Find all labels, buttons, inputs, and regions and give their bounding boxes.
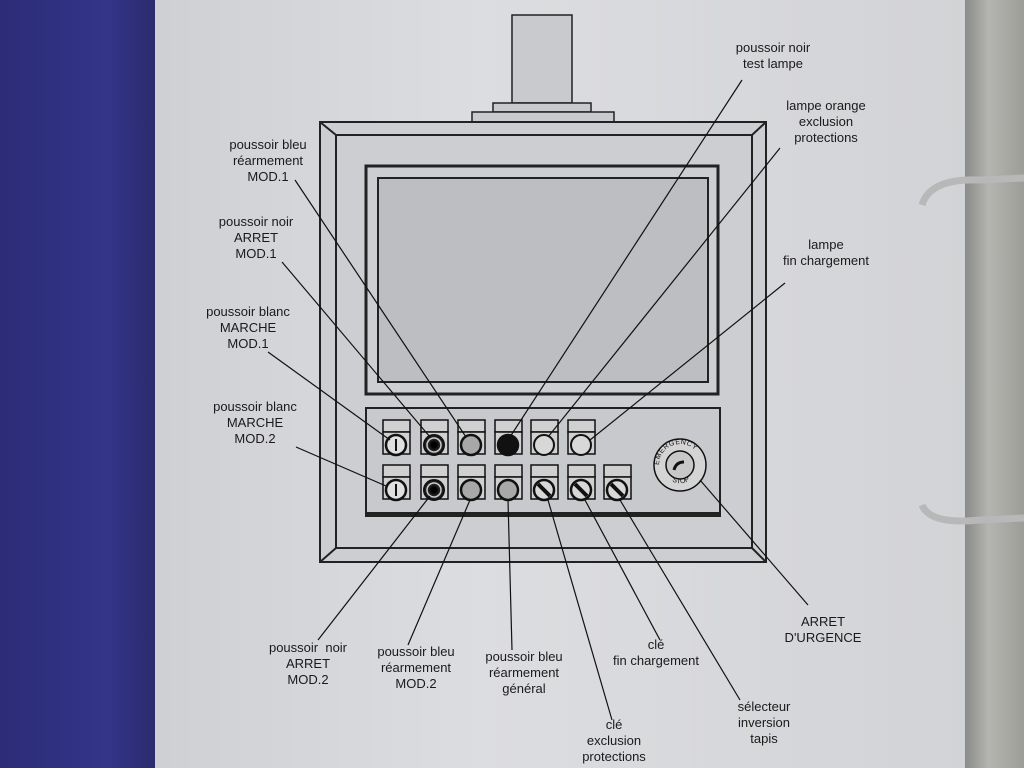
label-line: MOD.2 — [287, 672, 329, 687]
label-line: test lampe — [743, 56, 803, 71]
label-line: MOD.1 — [227, 336, 269, 351]
rotate-arrow-icon — [672, 460, 685, 471]
label-line: fin chargement — [613, 653, 699, 668]
label-line: poussoir bleu — [229, 137, 307, 152]
label-line: D'URGENCE — [784, 630, 862, 645]
button-row-top — [382, 419, 596, 457]
blue-button-reset-mod1 — [457, 419, 486, 457]
key-switch-exclusion — [530, 464, 559, 502]
selector-inversion-tapis — [603, 464, 632, 502]
label-line: MARCHE — [226, 415, 284, 430]
binder-spine — [965, 0, 1024, 768]
label-line: général — [502, 681, 546, 696]
binder-ring-bottom — [918, 503, 1024, 525]
label-line: réarmement — [380, 660, 452, 675]
black-button-arret-mod2 — [420, 464, 449, 501]
label-line: poussoir bleu — [485, 649, 563, 664]
lamp-fin-chargement — [567, 419, 596, 456]
leader-lines — [267, 79, 809, 721]
label-line: poussoir blanc — [206, 304, 290, 319]
label-line: ARRET — [800, 614, 846, 629]
mounting-column — [471, 14, 615, 124]
label-line: réarmement — [232, 153, 304, 168]
label-line: MOD.2 — [395, 676, 437, 691]
label-line: protections — [582, 749, 646, 764]
black-button-arret-mod1 — [420, 419, 449, 456]
emergency-stop-button: EMERGENCY STOP — [653, 438, 707, 492]
binder-cover — [0, 0, 180, 768]
white-button-marche-mod1 — [382, 419, 411, 457]
label-line: poussoir noir — [268, 640, 348, 655]
orange-lamp-exclusion — [530, 419, 559, 456]
label-line: clé — [605, 717, 623, 732]
label-line: poussoir bleu — [377, 644, 455, 659]
blue-button-reset-general — [494, 464, 523, 502]
label-line: MARCHE — [219, 320, 277, 335]
label-line: ARRET — [285, 656, 331, 671]
button-row-bottom — [382, 464, 632, 502]
label-line: protections — [794, 130, 858, 145]
stop-label: STOP — [671, 476, 691, 486]
key-switch-fin-chargement — [567, 464, 596, 502]
label-line: tapis — [750, 731, 778, 746]
label-line: clé — [647, 637, 665, 652]
label-line: exclusion — [798, 114, 854, 129]
white-button-marche-mod2 — [382, 464, 411, 502]
blue-button-reset-mod2 — [457, 464, 486, 502]
label-line: inversion — [737, 715, 791, 730]
label-line: fin chargement — [783, 253, 869, 268]
label-line: poussoir noir — [735, 40, 811, 55]
label-line: réarmement — [488, 665, 560, 680]
label-line: exclusion — [586, 733, 642, 748]
label-line: poussoir noir — [218, 214, 294, 229]
label-line: MOD.1 — [235, 246, 277, 261]
label-line: MOD.1 — [247, 169, 289, 184]
label-line: sélecteur — [737, 699, 791, 714]
label-line: lampe — [808, 237, 844, 252]
label-line: poussoir blanc — [213, 399, 297, 414]
svg-text:STOP: STOP — [671, 476, 691, 486]
binder-ring-top — [918, 174, 1024, 207]
label-line: ARRET — [233, 230, 279, 245]
label-line: MOD.2 — [234, 431, 276, 446]
label-line: lampe orange — [786, 98, 866, 113]
